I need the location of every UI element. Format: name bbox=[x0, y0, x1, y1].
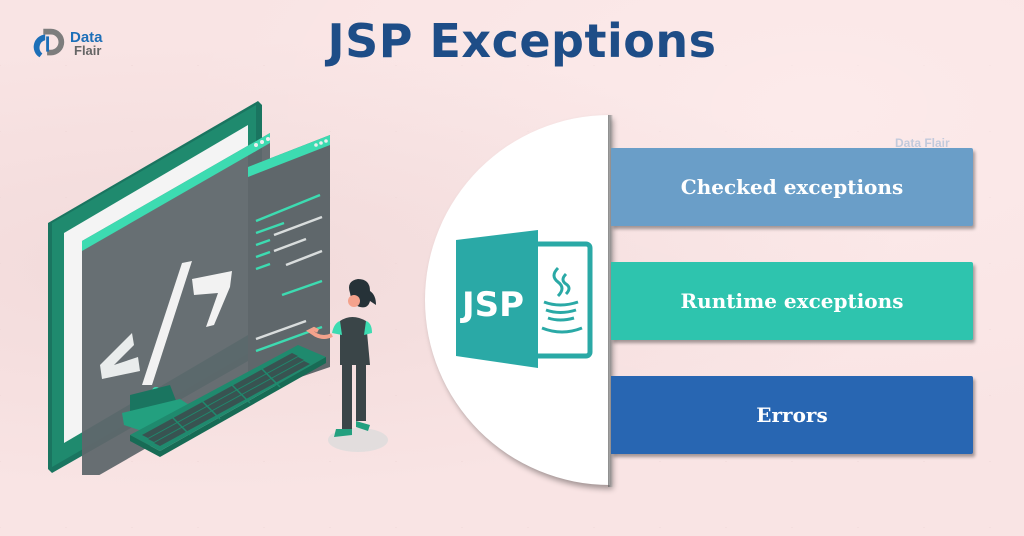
monitor-icon bbox=[48, 101, 270, 475]
category-label: Errors bbox=[756, 403, 828, 427]
logo-text-flair: Flair bbox=[74, 43, 102, 58]
panel-divider bbox=[608, 115, 613, 487]
keyboard-icon bbox=[130, 345, 326, 457]
jsp-file-icon: JSP bbox=[456, 230, 593, 368]
category-label: Runtime exceptions bbox=[680, 289, 904, 313]
category-checked-exceptions: Checked exceptions bbox=[611, 148, 973, 226]
category-label: Checked exceptions bbox=[680, 175, 904, 199]
logo-text-data: Data bbox=[70, 29, 103, 46]
dataflair-logo: Data Flair bbox=[30, 24, 120, 64]
java-cup-icon bbox=[541, 266, 583, 334]
page-title: JSP Exceptions bbox=[327, 14, 717, 68]
category-runtime-exceptions: Runtime exceptions bbox=[611, 262, 973, 340]
category-errors: Errors bbox=[611, 376, 973, 454]
jsp-label: JSP bbox=[460, 285, 524, 325]
developer-illustration bbox=[48, 101, 388, 475]
dataflair-logo-icon bbox=[33, 28, 65, 58]
watermark-logo: Data Flair bbox=[895, 136, 950, 150]
person-icon bbox=[306, 279, 388, 452]
